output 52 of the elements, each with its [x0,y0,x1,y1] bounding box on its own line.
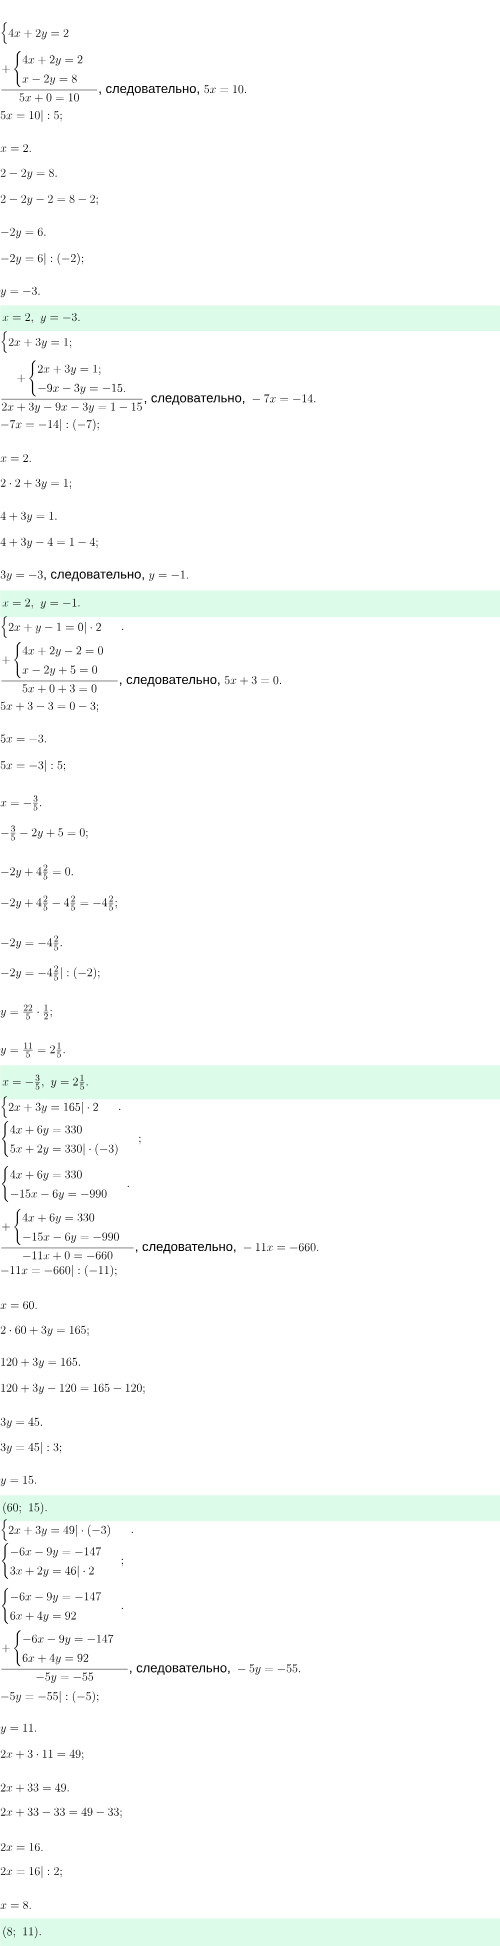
equation-line: $5x=-3.$ [0,734,46,743]
equation-line: $x=-\frac{3}{5}.$ [0,795,42,811]
equation-line: $-\frac{3}{5}-2y+5=0;$ [1,825,88,841]
equation-line: $2x=16.$ [0,1842,43,1852]
equation-line: $-2y+4\frac{2}{5}=0.$ [1,864,73,880]
equation-line: $-2y=6|:(-2);$ [1,253,84,266]
equation-line: $-11x=-660|:(-11);$ [1,1265,117,1277]
equation-line: $x=8.$ [0,1900,31,1910]
equation-line: $2x+33=49.$ [0,1783,69,1793]
equation-line: $x=60.$ [0,1300,37,1310]
equation-line: $-2y=-4\frac{2}{5}|:(-2);$ [1,965,100,981]
equation-line: $2-2y-2=8-2;$ [0,194,98,206]
equation-line: $3y=45|:3;$ [0,1442,62,1454]
equation-line: $\dfrac{+\begin{cases}4x+2y=2\\ x-2y=8\end{cases}}{5x+0=10}\mbox{, следовательно, }5x=10.$ [1,51,247,103]
equation-line: $2\cdot60+3y=165;$ [0,1325,89,1337]
equation-line: $x=2.$ [0,143,31,152]
equation-line: $x=2.$ [0,453,31,462]
equation-line: $-2y=-4\frac{2}{5}.$ [1,935,62,951]
answer-band: $(8;\ 11).$ [0,1918,500,1946]
equation-line: $-2y+4\frac{2}{5}-4\frac{2}{5}=-4\frac{2}{5};$ [1,895,117,911]
equation-line: $2x+33-33=49-33;$ [0,1807,122,1818]
equation-line: $4+3y-4=1-4;$ [0,537,98,549]
equation-line: $120+3y=165.$ [1,1357,80,1369]
equation-line: $5x=-3|:5;$ [0,760,66,772]
equation-line: $y=11.$ [0,1723,37,1735]
equation-line: $3y=45.$ [0,1417,42,1429]
equation-line: $\begin{cases}2x+3y=1;\end{cases}$ [1,331,72,353]
equation-line: $\begin{cases}-6x-9y=-147\\ 3x+2y=46|\cdot2\end{cases}\;;$ [1,1543,123,1579]
equation-line: $\begin{cases}-6x-9y=-147\\ 6x+4y=92\end{cases}\;.$ [1,1588,123,1624]
equation-line: $y=15.$ [0,1475,37,1487]
equation-line: $\begin{cases}4x+6y=330\\ 5x+2y=330|\cdot(-3)\end{cases}\;;$ [1,1121,141,1157]
equation-line: $-7x=-14|:(-7);$ [1,419,99,432]
equation-line: $y=\frac{22}{5}\cdot\frac{1}{2};$ [0,1004,52,1020]
answer-band: $x=2,\ y=-3.$ [0,305,500,332]
equation-line: $\dfrac{+\begin{cases}4x+6y=330\\ -15x-6y=-990\end{cases}}{-11x+0=-660}\mbox{, следовательно, }-11x=-660.$ [1,1209,319,1261]
equation-line: $\begin{cases}2x+y-1=0|\cdot2\end{cases}\;.$ [1,616,124,638]
equation-line: $2\cdot2+3y=1;$ [0,478,71,490]
equation-line: $\dfrac{\quad+\begin{cases}2x+3y=1;\\ -9x-3y=-15.\end{cases}}{2x+3y-9x-3y=1-15}\mbox{, следовательно, }-7x=-14.$ [1,360,316,413]
equation-line: $\begin{cases}4x+2y=2\end{cases}$ [1,22,69,44]
equation-line: $2x+3\cdot11=49;$ [0,1749,84,1760]
equation-line: $\begin{cases}2x+3y=49|\cdot(-3)\end{cases}\;.$ [1,1519,133,1541]
equation-line: $-5y=-55|:(-5);$ [1,1691,99,1703]
equation-line: $\dfrac{+\begin{cases}4x+2y-2=0\\ x-2y+5=0\end{cases}}{5x+0+3=0}\mbox{, следовательно, }5x+3=0.$ [1,642,282,694]
equation-line: $5x+3-3=0-3;$ [0,701,99,713]
equation-line: $4+3y=1.$ [0,511,57,523]
equation-line: $-2y=6.$ [1,227,46,239]
equation-line: $\begin{cases}4x+6y=330\\ -15x-6y=-990\end{cases}\;.$ [1,1166,129,1202]
equation-line: $120+3y-120=165-120;$ [1,1383,145,1395]
equation-line: $2-2y=8.$ [0,168,57,180]
equation-line: $5x=10|:5;$ [0,110,62,122]
equation-line: $2x=16|:2;$ [0,1866,62,1878]
equation-line: $\dfrac{+\begin{cases}-6x-9y=-147\\ 6x+4y=92\end{cases}}{-5y=-55}\mbox{, следовательно, }-5y=-55.$ [1,1630,301,1683]
